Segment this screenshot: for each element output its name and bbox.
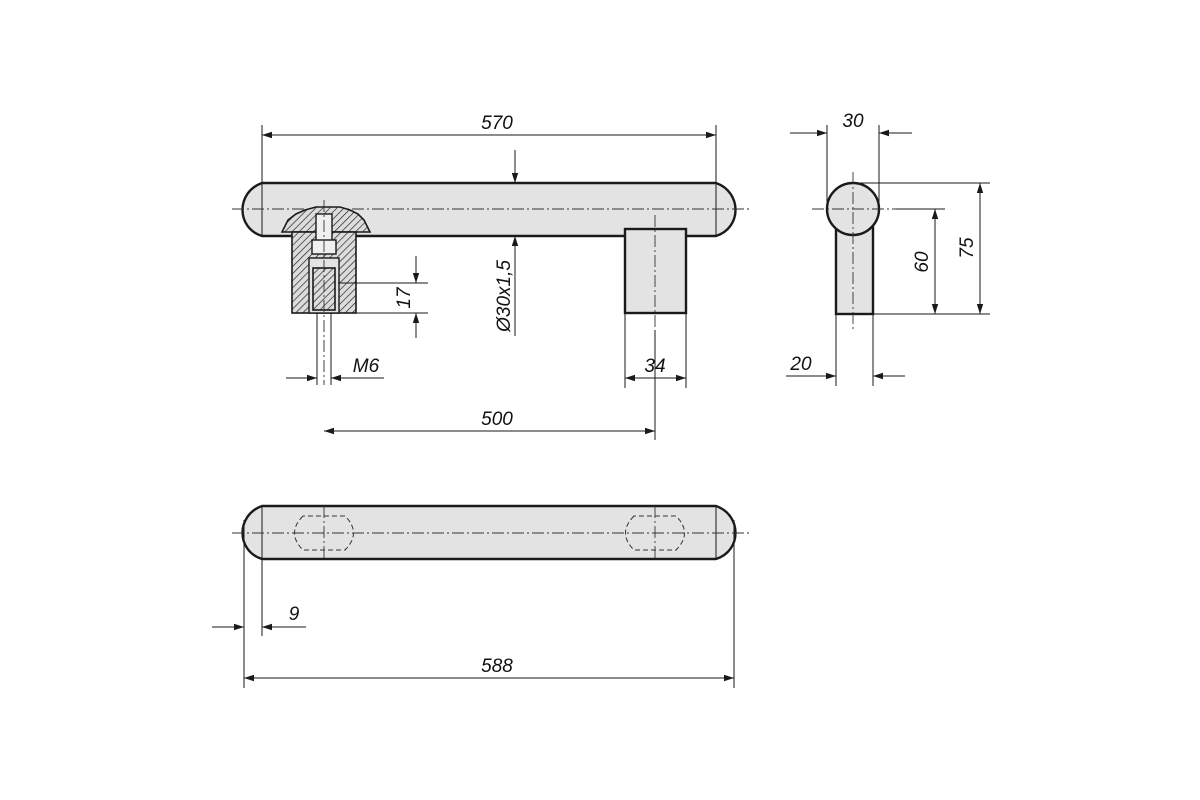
dim-tube-label: Ø30x1,5	[494, 260, 515, 333]
dimension-labels: 570 Ø30x1,5 17 M6 34 500 30 75 60 20 9 5…	[289, 111, 978, 677]
dim-500-label: 500	[481, 409, 513, 430]
dim-30-label: 30	[842, 111, 864, 132]
right-standoff	[623, 227, 688, 315]
left-hidden-mount	[294, 515, 354, 551]
dim-34-label: 34	[644, 356, 665, 377]
side-view	[812, 172, 896, 330]
dim-60-label: 60	[912, 251, 933, 273]
front-view	[232, 181, 750, 385]
dim-570-label: 570	[481, 113, 513, 134]
right-hidden-mount	[625, 515, 685, 551]
top-view	[232, 504, 750, 561]
dim-20-label: 20	[789, 354, 812, 375]
dim-588-label: 588	[481, 656, 513, 677]
dimension-lines	[212, 125, 990, 688]
dim-m6-label: M6	[353, 356, 380, 377]
top-bar	[241, 504, 737, 561]
dim-75-label: 75	[957, 237, 978, 259]
dim-9-label: 9	[289, 604, 300, 625]
dim-17-label: 17	[394, 286, 415, 309]
